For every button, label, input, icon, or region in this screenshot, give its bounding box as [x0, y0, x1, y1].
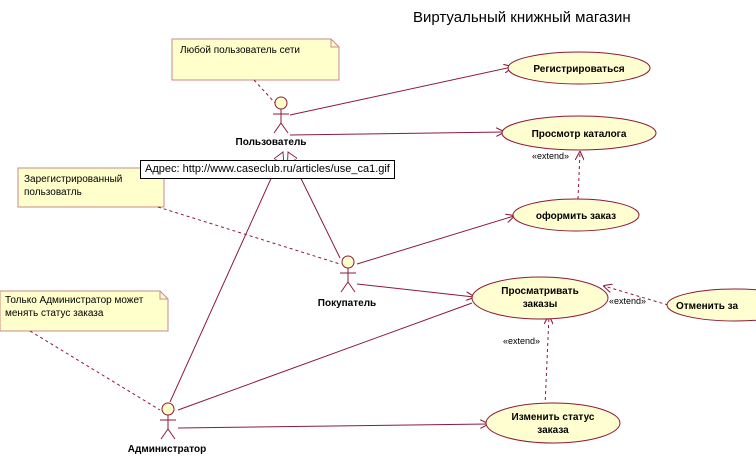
stick-figure-icon: [160, 402, 176, 440]
extend-label-cancel: «extend»: [609, 296, 646, 306]
usecase-view-orders-line2: заказы: [523, 299, 558, 310]
usecase-change-status[interactable]: Изменить статус заказа: [485, 402, 621, 444]
usecase-change-status-line1: Изменить статус: [512, 412, 595, 423]
usecase-change-status-line2: заказа: [537, 425, 569, 436]
extend-label-catalog: «extend»: [532, 151, 569, 161]
usecase-browse-catalog-label: Просмотр каталога: [532, 129, 627, 140]
usecase-view-orders-line1: Просматривать: [501, 286, 578, 297]
usecase-place-order-label: оформить заказ: [536, 210, 616, 222]
note-registered-line1: Зарегистрированный: [24, 174, 122, 185]
actor-buyer[interactable]: Покупатель: [318, 255, 376, 309]
actor-admin-label: Администратор: [128, 444, 206, 455]
note-admin-only-line1: Только Администратор может: [5, 295, 144, 306]
stick-figure-icon: [340, 255, 356, 293]
stick-figure-icon: [273, 96, 289, 134]
actor-buyer-label: Покупатель: [318, 298, 376, 309]
usecase-view-orders[interactable]: Просматривать заказы: [471, 276, 609, 320]
usecase-place-order[interactable]: оформить заказ: [512, 198, 640, 232]
extend-label-status: «extend»: [503, 336, 540, 346]
note-registered: Зарегистрированный пользоватль: [17, 167, 165, 208]
usecase-cancel-order[interactable]: Отменить за: [666, 288, 756, 322]
note-any-user: Любой пользователь сети: [171, 38, 340, 81]
note-admin-only: Только Администратор может менять статус…: [0, 290, 169, 332]
actor-user[interactable]: Пользователь: [236, 96, 307, 148]
diagram-title: Виртуальный книжный магазин: [413, 9, 631, 26]
note-any-user-text: Любой пользователь сети: [180, 44, 300, 56]
usecase-browse-catalog[interactable]: Просмотр каталога: [501, 115, 657, 151]
note-admin-only-line2: менять статус заказа: [5, 308, 104, 319]
generalizations: [169, 152, 341, 403]
note-anchors: [29, 79, 341, 411]
actor-admin[interactable]: Администратор: [128, 402, 206, 455]
note-registered-line2: пользоватль: [24, 187, 82, 198]
usecase-cancel-order-label: Отменить за: [676, 301, 738, 312]
actor-user-label: Пользователь: [236, 137, 307, 148]
usecase-register-label: Регистрироваться: [533, 64, 624, 75]
extend-links: [545, 152, 669, 407]
associations: [177, 67, 514, 428]
address-tooltip: Адрес: http://www.caseclub.ru/articles/u…: [140, 160, 395, 179]
usecase-register[interactable]: Регистрироваться: [507, 51, 651, 85]
